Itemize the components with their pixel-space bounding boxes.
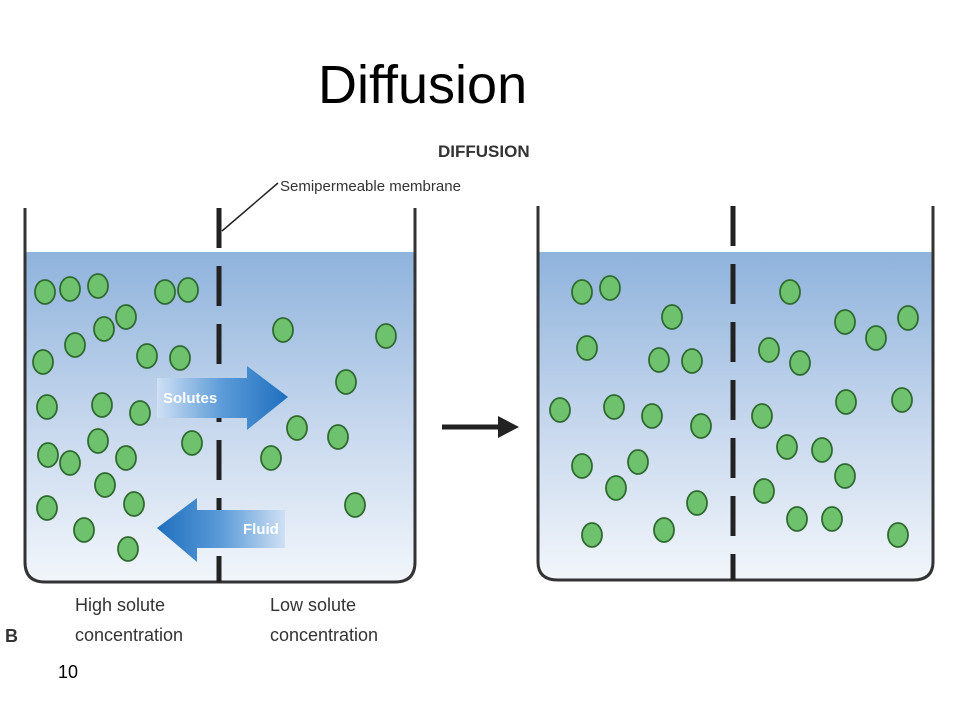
right-solute-particle bbox=[834, 309, 856, 335]
left-particles bbox=[32, 273, 397, 562]
left-solute-particle bbox=[59, 276, 81, 302]
left-solute-particle bbox=[59, 450, 81, 476]
right-solute-particle bbox=[779, 279, 801, 305]
membrane-leader-line bbox=[221, 182, 279, 232]
membrane-label: Semipermeable membrane bbox=[280, 178, 461, 195]
right-label-line-1: Low solute bbox=[270, 595, 356, 615]
panel-letter: B bbox=[5, 626, 18, 646]
right-solute-particle bbox=[571, 279, 593, 305]
left-solute-particle bbox=[344, 492, 366, 518]
right-solute-particle bbox=[887, 522, 909, 548]
right-solute-particle bbox=[751, 403, 773, 429]
right-solute-particle bbox=[627, 449, 649, 475]
right-solute-particle bbox=[811, 437, 833, 463]
right-beaker bbox=[536, 206, 935, 582]
right-solute-particle bbox=[891, 387, 913, 413]
left-label-line-2: concentration bbox=[75, 625, 183, 645]
right-solute-particle bbox=[821, 506, 843, 532]
solutes-arrow: Solutes bbox=[157, 366, 288, 430]
left-solute-particle bbox=[129, 400, 151, 426]
right-solute-particle bbox=[605, 475, 627, 501]
right-solute-particle bbox=[776, 434, 798, 460]
right-solute-particle bbox=[661, 304, 683, 330]
transition-arrow bbox=[442, 416, 519, 438]
right-label-line-2: concentration bbox=[270, 625, 378, 645]
right-solute-particle bbox=[549, 397, 571, 423]
left-solute-particle bbox=[327, 424, 349, 450]
left-solute-particle bbox=[169, 345, 191, 371]
left-solute-particle bbox=[177, 277, 199, 303]
left-solute-particle bbox=[123, 491, 145, 517]
left-solute-particle bbox=[94, 472, 116, 498]
right-solute-particle bbox=[681, 348, 703, 374]
right-solute-particle bbox=[835, 389, 857, 415]
left-solute-particle bbox=[34, 279, 56, 305]
right-particles bbox=[549, 275, 919, 548]
left-solute-particle bbox=[117, 536, 139, 562]
left-solute-particle bbox=[286, 415, 308, 441]
right-solute-particle bbox=[581, 522, 603, 548]
fluid-arrow-icon bbox=[157, 498, 285, 562]
left-solute-particle bbox=[93, 316, 115, 342]
right-solute-particle bbox=[641, 403, 663, 429]
left-solute-particle bbox=[36, 495, 58, 521]
slide-title: Diffusion bbox=[318, 55, 528, 115]
right-solute-particle bbox=[690, 413, 712, 439]
right-solute-particle bbox=[834, 463, 856, 489]
solutes-arrow-icon bbox=[157, 366, 288, 430]
left-solute-particle bbox=[115, 445, 137, 471]
right-solute-particle bbox=[865, 325, 887, 351]
left-solute-particle bbox=[87, 273, 109, 299]
solutes-arrow-label: Solutes bbox=[163, 390, 217, 407]
left-solute-particle bbox=[260, 445, 282, 471]
left-solute-particle bbox=[335, 369, 357, 395]
left-solute-particle bbox=[64, 332, 86, 358]
right-solute-particle bbox=[758, 337, 780, 363]
transition-arrow-icon bbox=[498, 416, 519, 438]
left-solute-particle bbox=[87, 428, 109, 454]
fluid-arrow: Fluid bbox=[157, 498, 285, 562]
fluid-arrow-label: Fluid bbox=[243, 521, 279, 538]
left-solute-particle bbox=[32, 349, 54, 375]
left-solute-particle bbox=[73, 517, 95, 543]
left-solute-particle bbox=[181, 430, 203, 456]
left-label-line-1: High solute bbox=[75, 595, 165, 615]
right-solute-particle bbox=[599, 275, 621, 301]
right-solute-particle bbox=[897, 305, 919, 331]
slide-number: 10 bbox=[58, 662, 79, 682]
right-solute-particle bbox=[571, 453, 593, 479]
left-solute-particle bbox=[136, 343, 158, 369]
right-solute-particle bbox=[653, 517, 675, 543]
left-solute-particle bbox=[36, 394, 58, 420]
left-solute-particle bbox=[37, 442, 59, 468]
right-solute-particle bbox=[753, 478, 775, 504]
left-solute-particle bbox=[115, 304, 137, 330]
right-solute-particle bbox=[686, 490, 708, 516]
right-solute-particle bbox=[648, 347, 670, 373]
left-solute-particle bbox=[375, 323, 397, 349]
right-solute-particle bbox=[603, 394, 625, 420]
right-solute-particle bbox=[789, 350, 811, 376]
left-solute-particle bbox=[154, 279, 176, 305]
left-solute-particle bbox=[91, 392, 113, 418]
right-solute-particle bbox=[786, 506, 808, 532]
left-solute-particle bbox=[272, 317, 294, 343]
right-solute-particle bbox=[576, 335, 598, 361]
figure-heading: DIFFUSION bbox=[438, 142, 530, 161]
